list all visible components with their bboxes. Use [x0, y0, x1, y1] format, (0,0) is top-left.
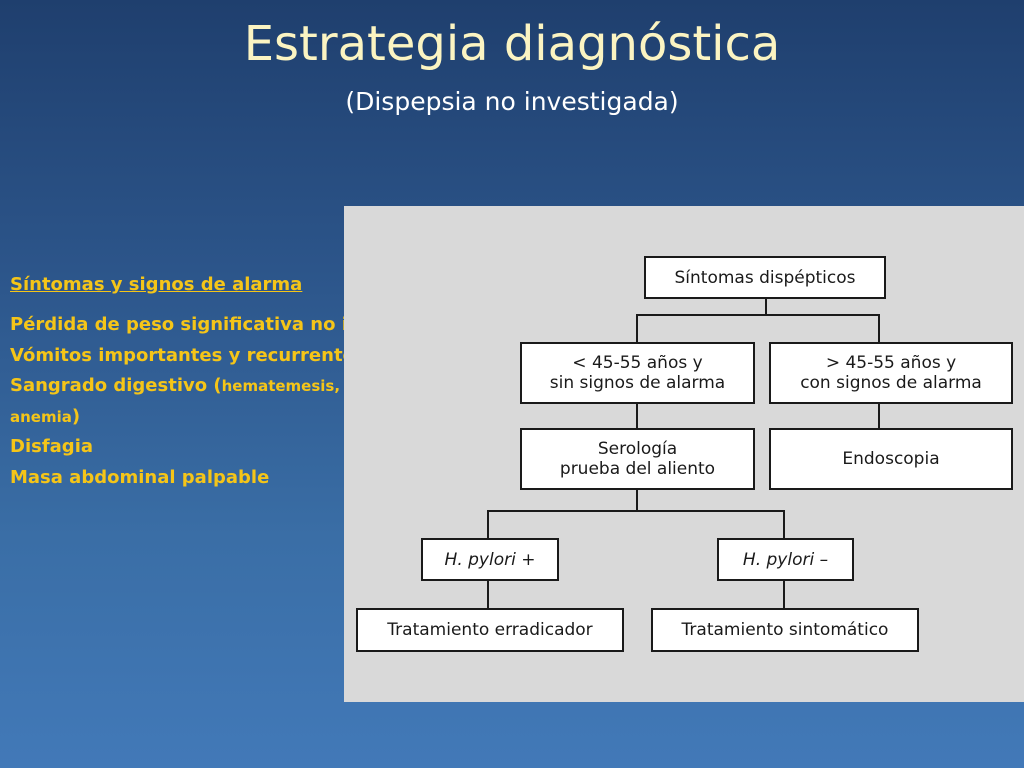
flowchart-panel: Síntomas dispépticos < 45-55 años y sin … [344, 206, 1024, 702]
connector-level1-horizontal [636, 314, 880, 316]
node-symptomatic-treatment: Tratamiento sintomático [651, 608, 919, 652]
connector-root-down [765, 298, 767, 316]
connector-hp-neg-to-sympt [783, 580, 785, 610]
connector-old-to-endoscopy [878, 403, 880, 429]
bleeding-close-paren: ) [71, 405, 81, 427]
node-endoscopy: Endoscopia [769, 428, 1013, 490]
node-dyspeptic-symptoms: Síntomas dispépticos [644, 256, 886, 299]
alarm-signs-list: Síntomas y signos de alarma Pérdida de p… [10, 272, 510, 493]
alarm-item-bleeding-cont: anemia) [10, 402, 510, 433]
alarm-item-abdominal-mass: Masa abdominal palpable [10, 466, 270, 488]
connector-to-hp-pos [487, 510, 489, 540]
connector-young-to-serology [636, 403, 638, 429]
bleeding-detail-anemia: anemia [10, 407, 72, 426]
node-over-45-with-alarm: > 45-55 años y con signos de alarma [769, 342, 1013, 404]
node-under-45-no-alarm: < 45-55 años y sin signos de alarma [520, 342, 755, 404]
connector-serology-down [636, 489, 638, 511]
connector-hp-pos-to-erad [487, 580, 489, 610]
slide-title: Estrategia diagnóstica [243, 16, 781, 72]
alarm-signs-heading: Síntomas y signos de alarma [10, 274, 303, 295]
connector-to-young [636, 314, 638, 344]
connector-level3-horizontal [487, 510, 785, 512]
bleeding-open-paren: ( [207, 375, 222, 396]
node-serology-breath-test: Serología prueba del aliento [520, 428, 755, 490]
node-h-pylori-positive: H. pylori + [421, 538, 559, 581]
bleeding-label: Sangrado digestivo [10, 375, 208, 396]
connector-to-hp-neg [783, 510, 785, 540]
node-eradication-treatment: Tratamiento erradicador [356, 608, 624, 652]
alarm-item-dysphagia: Disfagia [10, 436, 94, 457]
connector-to-old [878, 314, 880, 344]
slide-subtitle: (Dispepsia no investigada) [345, 87, 679, 116]
node-h-pylori-negative: H. pylori – [717, 538, 854, 581]
alarm-item-vomiting: Vómitos importantes y recurrentes [10, 344, 366, 366]
